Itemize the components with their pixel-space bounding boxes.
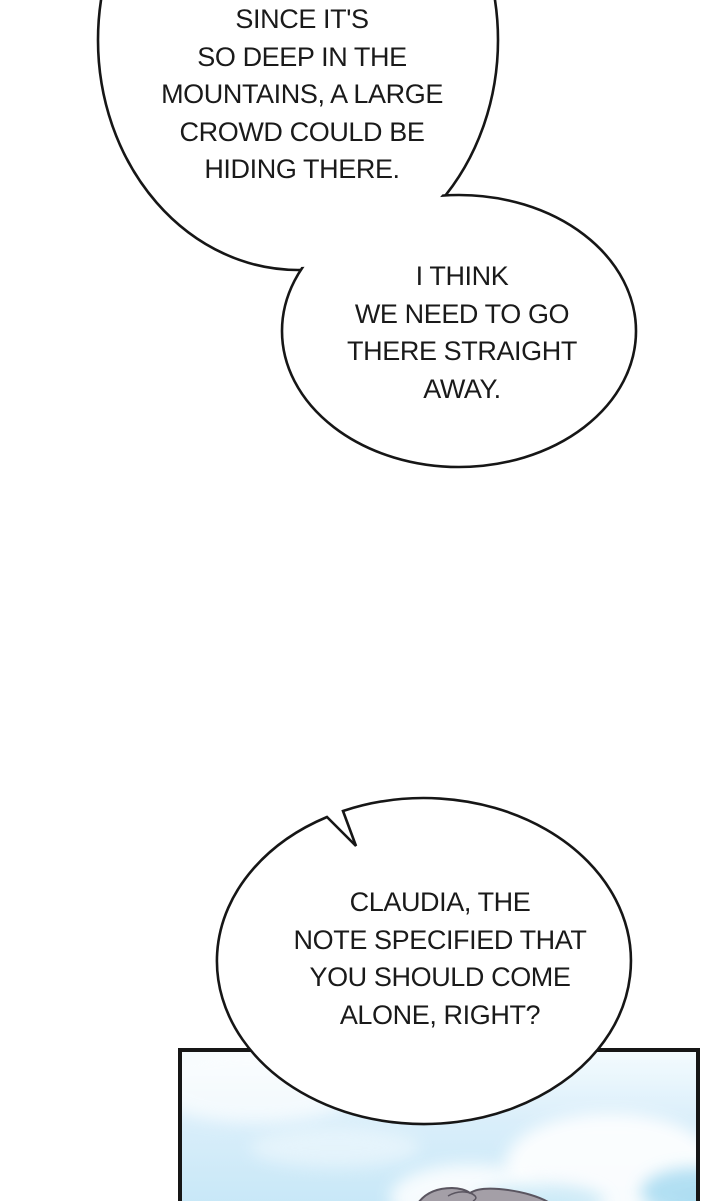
bubble1-line-5: HIDING THERE. (204, 154, 400, 184)
bubble3-line-4: ALONE, RIGHT? (339, 999, 541, 1030)
cloud (505, 1113, 696, 1201)
bubble1-line-4: CROWD COULD BE (179, 116, 425, 147)
bubble3-line-2: NOTE SPECIFIED THAT (293, 924, 587, 955)
speech-bubble-2-outline (280, 193, 638, 469)
bubble2-text: I THINK WE NEED TO GO THERE STRAIGHT AWA… (347, 258, 577, 408)
bubble1-line-3: MOUNTAINS, A LARGE (161, 79, 443, 109)
bubble1-line-1: SINCE IT'S (235, 4, 369, 34)
speech-bubble-3 (215, 796, 633, 1126)
bubble2-line-4: AWAY. (423, 373, 501, 404)
hair-part-line (447, 1191, 477, 1201)
bubble1-line-2: SO DEEP IN THE (197, 41, 407, 72)
bubble2-line-3: THERE STRAIGHT (347, 336, 577, 366)
bubble3-line-1: CLAUDIA, THE (349, 887, 531, 917)
bubble2-line-1: I THINK (415, 261, 509, 291)
bubble2-line-2: WE NEED TO GO (354, 298, 570, 329)
bubble3-line-3: YOU SHOULD COME (309, 962, 571, 992)
speech-bubble-2-fill (282, 195, 636, 467)
bubble1-text: SINCE IT'S SO DEEP IN THE MOUNTAINS, A L… (161, 1, 443, 189)
bubble3-text: CLAUDIA, THE NOTE SPECIFIED THAT YOU SHO… (294, 884, 587, 1034)
cloud-shadow (641, 1168, 696, 1201)
cloud (250, 1128, 420, 1168)
